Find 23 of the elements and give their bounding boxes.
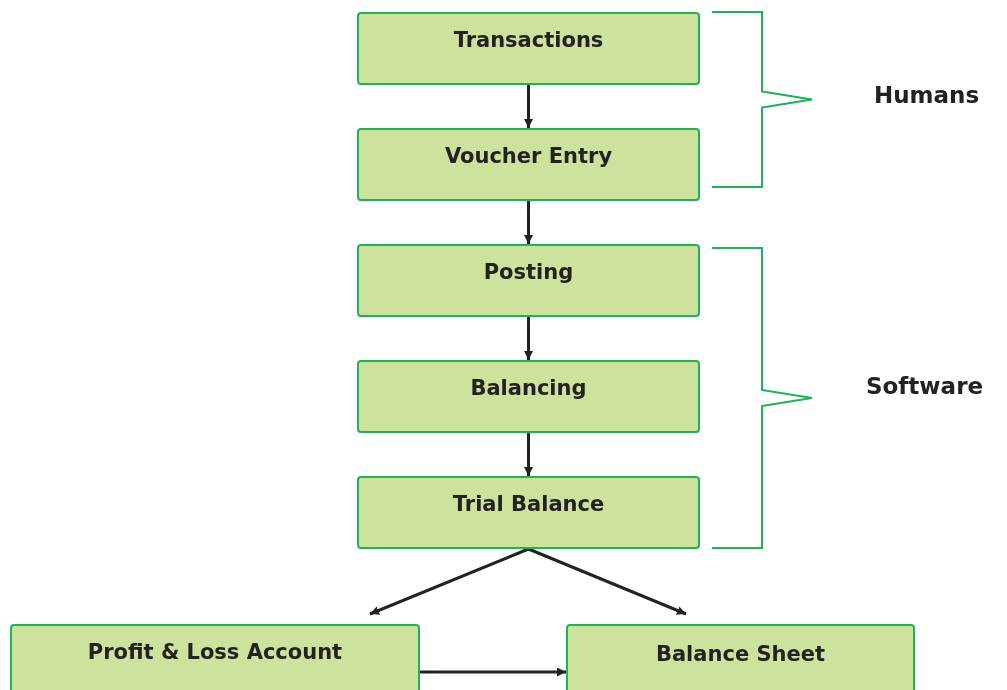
process-box — [357, 128, 700, 201]
box-label: Balance Sheet — [655, 642, 826, 666]
arrow — [527, 547, 687, 616]
box-label: Voucher Entry — [444, 144, 613, 168]
group-label: Software — [866, 373, 984, 399]
process-box — [357, 360, 700, 433]
arrow — [420, 667, 566, 677]
arrow — [524, 85, 533, 128]
process-box — [357, 244, 700, 317]
box-label: Trial Balance — [452, 492, 605, 516]
group-label: Humans — [874, 82, 980, 108]
process-box — [10, 624, 420, 690]
process-box — [566, 624, 915, 690]
arrow — [524, 433, 533, 476]
arrow — [369, 547, 530, 616]
box-label: Profit & Loss Account — [87, 640, 343, 664]
process-box — [357, 12, 700, 85]
box-label: Posting — [483, 260, 574, 284]
box-label: Balancing — [470, 376, 587, 400]
box-label: Transactions — [453, 28, 604, 52]
arrow — [524, 201, 533, 244]
arrow — [524, 317, 533, 360]
process-box — [357, 476, 700, 549]
